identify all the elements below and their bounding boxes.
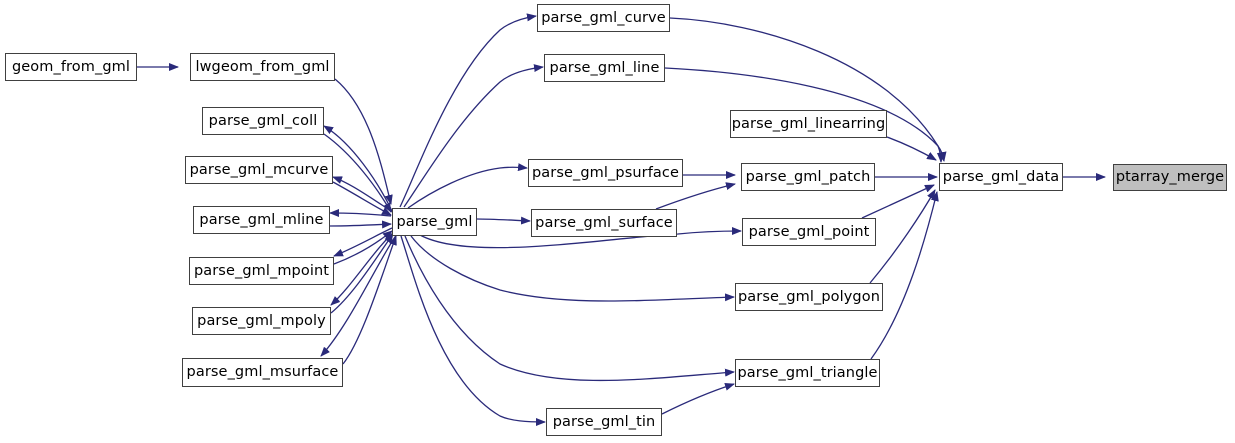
graph-node-parse_gml_coll[interactable]: parse_gml_coll [202, 107, 324, 135]
graph-node-label: parse_gml_patch [745, 168, 871, 185]
graph-node-parse_gml_patch[interactable]: parse_gml_patch [741, 163, 875, 191]
call-edge [861, 184, 935, 219]
graph-node-parse_gml_mline[interactable]: parse_gml_mline [193, 206, 330, 234]
graph-node-label: parse_gml_tin [552, 413, 656, 430]
graph-node-label: parse_gml_point [748, 223, 870, 240]
graph-node-parse_gml_linearring[interactable]: parse_gml_linearring [730, 110, 887, 138]
call-edge [476, 216, 531, 225]
graph-node-label: ptarray_merge [1115, 169, 1225, 186]
graph-node-label: parse_gml_coll [208, 112, 318, 129]
graph-node-label: parse_gml_linearring [731, 115, 886, 132]
call-edge [329, 209, 392, 218]
graph-node-label: parse_gml_triangle [737, 364, 878, 381]
call-edge [332, 181, 392, 216]
call-edge [403, 64, 544, 208]
call-edge [404, 235, 735, 382]
call-edge [399, 13, 537, 208]
graph-node-parse_gml_line[interactable]: parse_gml_line [544, 54, 665, 82]
call-edge [870, 191, 939, 360]
graph-node-parse_gml_curve[interactable]: parse_gml_curve [537, 4, 670, 32]
graph-node-parse_gml_point[interactable]: parse_gml_point [742, 218, 876, 246]
call-edge [869, 189, 936, 284]
graph-node-label: parse_gml_mpoly [197, 312, 326, 329]
call-edge [342, 235, 397, 365]
graph-node-label: parse_gml_mline [199, 211, 324, 228]
edge-group [137, 13, 1106, 426]
graph-node-label: parse_gml_polygon [737, 288, 881, 305]
graph-node-label: parse_gml_surface [535, 214, 673, 231]
call-edge [407, 163, 528, 209]
graph-node-parse_gml_data[interactable]: parse_gml_data [939, 163, 1063, 191]
graph-node-label: geom_from_gml [11, 58, 131, 75]
graph-node-label: parse_gml [396, 213, 473, 230]
graph-node-parse_gml_msurface[interactable]: parse_gml_msurface [182, 358, 343, 387]
graph-node-parse_gml[interactable]: parse_gml [392, 208, 477, 236]
graph-node-ptarray_merge[interactable]: ptarray_merge [1113, 164, 1227, 191]
call-edge [333, 227, 393, 257]
graph-node-lwgeom_from_gml[interactable]: lwgeom_from_gml [190, 53, 335, 81]
call-edge [655, 182, 736, 210]
call-edge [661, 382, 735, 415]
graph-node-geom_from_gml[interactable]: geom_from_gml [5, 53, 137, 81]
graph-node-parse_gml_tin[interactable]: parse_gml_tin [546, 408, 662, 436]
call-edge [330, 233, 394, 314]
graph-node-parse_gml_mpoly[interactable]: parse_gml_mpoly [192, 307, 331, 335]
graph-node-label: lwgeom_from_gml [195, 58, 330, 75]
call-edge [334, 78, 393, 205]
call-edge [329, 220, 392, 229]
graph-node-label: parse_gml_mcurve [189, 161, 329, 178]
graph-node-parse_gml_mcurve[interactable]: parse_gml_mcurve [185, 156, 333, 184]
call-edge [323, 133, 392, 213]
graph-node-parse_gml_triangle[interactable]: parse_gml_triangle [735, 359, 880, 387]
graph-node-label: parse_gml_curve [541, 9, 666, 26]
graph-node-label: parse_gml_data [942, 168, 1060, 185]
graph-node-parse_gml_mpoint[interactable]: parse_gml_mpoint [189, 257, 334, 285]
graph-node-parse_gml_surface[interactable]: parse_gml_surface [531, 209, 677, 237]
graph-node-label: parse_gml_psurface [532, 164, 679, 181]
graph-node-label: parse_gml_msurface [186, 364, 339, 381]
graph-node-label: parse_gml_line [549, 59, 660, 76]
graph-node-label: parse_gml_mpoint [193, 262, 330, 279]
graph-node-parse_gml_psurface[interactable]: parse_gml_psurface [528, 159, 683, 187]
call-edge [419, 227, 742, 249]
graph-node-parse_gml_polygon[interactable]: parse_gml_polygon [735, 283, 883, 311]
call-edge [669, 17, 945, 163]
call-edge [400, 235, 546, 426]
call-edge [323, 125, 393, 212]
call-edge [410, 235, 735, 302]
call-edge [664, 67, 947, 162]
call-edge [886, 136, 937, 161]
